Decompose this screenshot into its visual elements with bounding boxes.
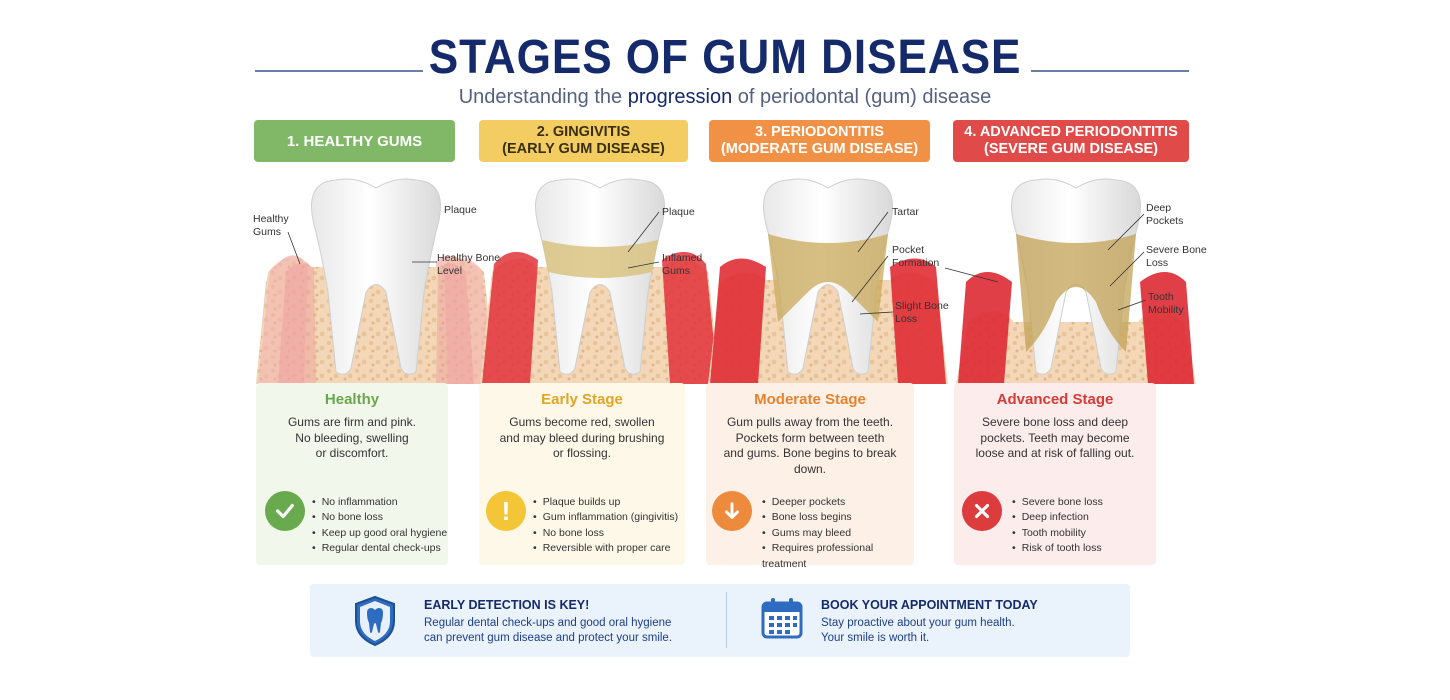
stage-header-line: 3. PERIODONTITIS xyxy=(755,124,884,140)
label-plaque-healthy: Plaque xyxy=(444,204,477,216)
footer-text-line: can prevent gum disease and protect your… xyxy=(424,631,673,644)
page-title: STAGES OF GUM DISEASE xyxy=(428,31,1022,84)
stage-header-line: 4. ADVANCED PERIODONTITIS xyxy=(964,124,1178,140)
tooth-illustration-healthy xyxy=(256,172,496,384)
card-description: Gum pulls away from the teeth. Pockets f… xyxy=(716,415,904,477)
tooth-illustration-periodontitis xyxy=(708,172,948,384)
stage-header-healthy: 1. HEALTHY GUMS xyxy=(254,120,455,162)
bullet-list: Plaque builds up Gum inflammation (gingi… xyxy=(533,495,678,557)
footer-text-line: Regular dental check-ups and good oral h… xyxy=(424,617,672,629)
footer-text-line: Stay proactive about your gum health. xyxy=(821,617,1015,629)
calendar-icon xyxy=(761,598,803,639)
stage-header-subline: (EARLY GUM DISEASE) xyxy=(502,141,665,157)
label-deep-pockets: Deep Pockets xyxy=(1146,202,1184,227)
tooth-illustration-gingivitis xyxy=(480,172,720,384)
list-item: No bone loss xyxy=(533,526,678,541)
card-title: Healthy xyxy=(324,391,380,408)
description-line: and may bleed during brushing xyxy=(499,430,665,445)
label-plaque-gingivitis: Plaque xyxy=(662,206,695,218)
description-line: No bleeding, swelling xyxy=(295,430,409,445)
exclamation-icon: ! xyxy=(486,491,526,531)
card-title: Early Stage xyxy=(541,391,623,408)
list-item: Reversible with proper care xyxy=(533,541,678,556)
stage-header-subline: (MODERATE GUM DISEASE) xyxy=(720,141,919,157)
bullet-list: No inflammation No bone loss Keep up goo… xyxy=(312,495,448,557)
description-line: and gums. Bone begins to break xyxy=(723,446,897,460)
check-icon xyxy=(265,491,305,531)
tooth-illustration-advanced xyxy=(956,172,1196,384)
description-line: Severe bone loss and deep xyxy=(981,415,1129,429)
description-line: Gum pulls away from the teeth. xyxy=(726,415,894,429)
subtitle-part1: Understanding the xyxy=(458,86,628,108)
label-pocket-formation: Pocket Formation xyxy=(892,244,940,269)
description-line: pockets. Teeth may become xyxy=(980,430,1130,445)
footer-divider xyxy=(726,592,727,648)
bullet-list: Deeper pockets Bone loss begins Gums may… xyxy=(762,495,914,572)
stage-card-healthy: Healthy Gums are firm and pink. No bleed… xyxy=(256,383,448,565)
footer-text-line: Your smile is worth it. xyxy=(821,631,930,644)
subtitle-part3: of periodontal (gum) disease xyxy=(732,86,992,108)
label-tartar: Tartar xyxy=(892,206,919,218)
footer-banner: EARLY DETECTION IS KEY! Regular dental c… xyxy=(310,584,1130,657)
x-icon xyxy=(962,491,1002,531)
title-rule-right xyxy=(1031,70,1189,72)
description-line: loose and at risk of falling out. xyxy=(975,446,1135,460)
list-item: Regular dental check-ups xyxy=(312,541,447,556)
card-description: Gums are firm and pink. No bleeding, swe… xyxy=(266,415,438,462)
card-title: Advanced Stage xyxy=(996,391,1114,408)
page-subtitle: Understanding the progression of periodo… xyxy=(0,86,1450,109)
arrow-down-icon xyxy=(712,491,752,531)
title-wrap: STAGES OF GUM DISEASE xyxy=(0,30,1450,85)
list-item: Deep infection xyxy=(1012,510,1103,525)
description-line: or flossing. xyxy=(552,446,612,460)
description-line: Gums become red, swollen xyxy=(509,415,655,429)
stage-header-gingivitis: 2. GINGIVITIS (EARLY GUM DISEASE) xyxy=(479,120,688,162)
list-item: Gum inflammation (gingivitis) xyxy=(533,510,678,525)
shield-tooth-icon xyxy=(355,595,395,647)
footer-right-heading: BOOK YOUR APPOINTMENT TODAY xyxy=(821,598,1038,612)
card-description: Severe bone loss and deep pockets. Teeth… xyxy=(964,415,1146,462)
stage-header-advanced: 4. ADVANCED PERIODONTITIS (SEVERE GUM DI… xyxy=(953,120,1189,162)
footer-left-heading: EARLY DETECTION IS KEY! xyxy=(424,598,590,612)
list-item: Risk of tooth loss xyxy=(1012,541,1103,556)
label-healthy-bone-level: Healthy Bone Level xyxy=(437,252,501,277)
footer-left-text: Regular dental check-ups and good oral h… xyxy=(424,616,672,645)
list-item: Deeper pockets xyxy=(762,495,914,510)
stage-card-advanced: Advanced Stage Severe bone loss and deep… xyxy=(954,383,1156,565)
stage-header-line: 1. HEALTHY GUMS xyxy=(286,132,423,150)
stage-header-subline: (SEVERE GUM DISEASE) xyxy=(983,141,1159,157)
subtitle-emphasis: progression xyxy=(627,86,733,108)
list-item: Bone loss begins xyxy=(762,510,914,525)
stage-card-gingivitis: Early Stage Gums become red, swollen and… xyxy=(479,383,685,565)
label-inflamed-gums: Inflamed Gums xyxy=(662,252,703,277)
description-line: down. xyxy=(793,461,827,476)
label-tooth-mobility: Tooth Mobility xyxy=(1148,291,1184,316)
description-line: or discomfort. xyxy=(315,446,389,460)
list-item: Keep up good oral hygiene xyxy=(312,526,448,541)
stage-card-periodontitis: Moderate Stage Gum pulls away from the t… xyxy=(706,383,914,570)
list-item: Gums may bleed xyxy=(762,526,914,541)
label-severe-bone-loss: Severe Bone Loss xyxy=(1146,244,1207,269)
description-line: Pockets form between teeth xyxy=(735,430,885,445)
footer-right-text: Stay proactive about your gum health. Yo… xyxy=(821,616,1015,645)
stage-header-line: 2. GINGIVITIS xyxy=(536,124,631,140)
stage-header-periodontitis: 3. PERIODONTITIS (MODERATE GUM DISEASE) xyxy=(709,120,930,162)
list-item: No bone loss xyxy=(312,510,447,525)
card-description: Gums become red, swollen and may bleed d… xyxy=(489,415,675,462)
list-item: Tooth mobility xyxy=(1012,526,1103,541)
title-rule-left xyxy=(255,70,423,72)
description-line: Gums are firm and pink. xyxy=(287,415,417,429)
list-item: No inflammation xyxy=(312,495,447,510)
list-item: Severe bone loss xyxy=(1012,495,1103,510)
bullet-list: Severe bone loss Deep infection Tooth mo… xyxy=(1012,495,1103,557)
list-item: Plaque builds up xyxy=(533,495,678,510)
list-item: Requires professional treatment xyxy=(762,541,914,572)
card-title: Moderate Stage xyxy=(754,391,866,408)
label-slight-bone-loss: Slight Bone Loss xyxy=(895,300,949,325)
label-healthy-gums: Healthy Gums xyxy=(253,213,289,238)
